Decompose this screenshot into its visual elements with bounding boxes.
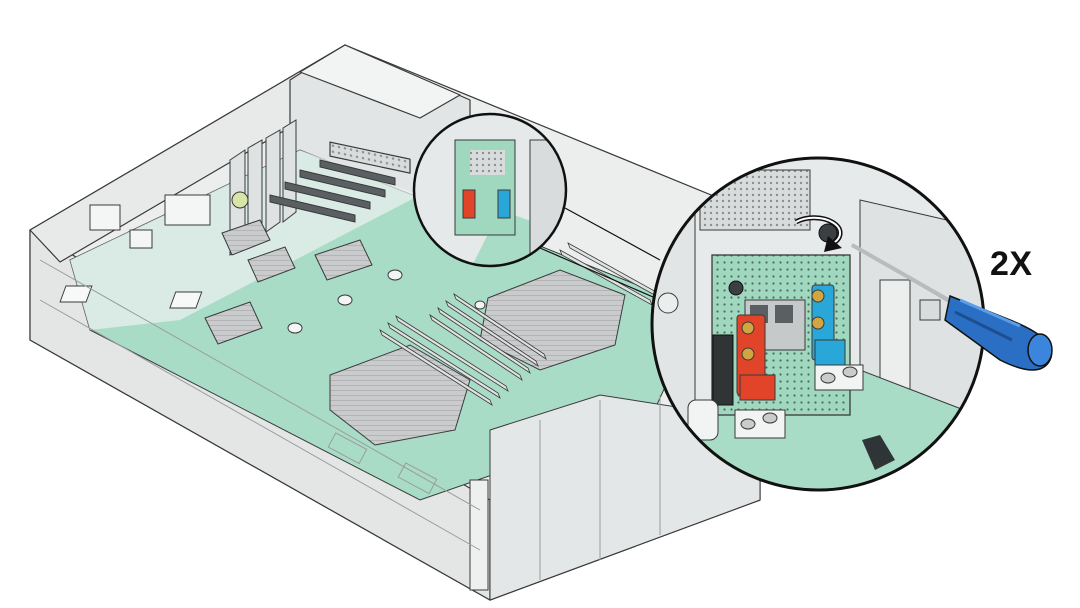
pcie-slots: [229, 119, 396, 256]
zoom-sata-connector: [712, 334, 734, 406]
heatsinks: [59, 219, 626, 446]
psu-top: [299, 44, 461, 119]
location-callout: [412, 112, 568, 268]
zoom-leader-lines: [539, 207, 661, 301]
psu-vent: [329, 141, 411, 174]
screwdriver-icon: [851, 243, 1053, 371]
dimm-slots: [379, 242, 661, 407]
front-drive-cage: [469, 394, 761, 601]
chassis-wall-details: [39, 259, 481, 551]
clockwise-arrow-icon: [794, 215, 843, 252]
screw-count-label: 2X: [990, 245, 1033, 283]
zoom-screw-top-left: [728, 280, 744, 296]
rear-io-ports: [89, 191, 249, 249]
